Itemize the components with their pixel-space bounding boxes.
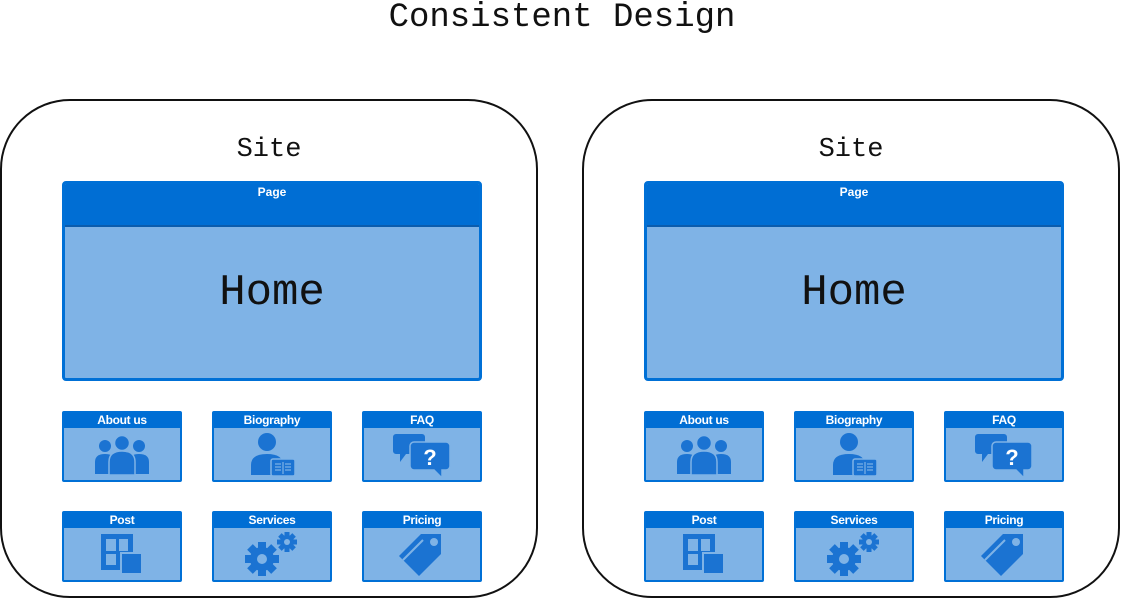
card-label: Services xyxy=(214,513,330,528)
card-label: About us xyxy=(64,413,180,428)
card-label: Biography xyxy=(214,413,330,428)
card-label: Biography xyxy=(796,413,912,428)
diagram-title: Consistent Design xyxy=(388,0,736,37)
site-label: Site xyxy=(236,135,302,165)
svg-text:?: ? xyxy=(423,445,436,470)
page-card: Pricing xyxy=(362,511,482,582)
svg-text:?: ? xyxy=(1005,445,1018,470)
card-label: About us xyxy=(646,413,762,428)
gears-icon xyxy=(796,528,912,580)
gears-icon xyxy=(214,528,330,580)
page-card: Services xyxy=(794,511,914,582)
page-card: Pricing xyxy=(944,511,1064,582)
post-layout-icon xyxy=(64,528,180,580)
person-book-icon xyxy=(796,428,912,480)
group-icon xyxy=(646,428,762,480)
page-card: FAQ? xyxy=(362,411,482,482)
card-label: Post xyxy=(646,513,762,528)
person-book-icon xyxy=(214,428,330,480)
page-card: Biography xyxy=(212,411,332,482)
question-chat-icon: ? xyxy=(946,428,1062,480)
card-label: FAQ xyxy=(946,413,1062,428)
site-label: Site xyxy=(818,135,884,165)
page-card: About us xyxy=(644,411,764,482)
page-name: Home xyxy=(219,267,325,318)
page-card: Post xyxy=(62,511,182,582)
card-label: FAQ xyxy=(364,413,480,428)
price-tag-icon xyxy=(364,528,480,580)
question-chat-icon: ? xyxy=(364,428,480,480)
page-card: About us xyxy=(62,411,182,482)
page-card: Services xyxy=(212,511,332,582)
group-icon xyxy=(64,428,180,480)
post-layout-icon xyxy=(646,528,762,580)
card-label: Post xyxy=(64,513,180,528)
page-card: FAQ? xyxy=(944,411,1064,482)
card-label: Pricing xyxy=(364,513,480,528)
page-header: Page xyxy=(65,184,479,227)
page-card: Post xyxy=(644,511,764,582)
page-card: Biography xyxy=(794,411,914,482)
card-label: Services xyxy=(796,513,912,528)
card-label: Pricing xyxy=(946,513,1062,528)
page-header: Page xyxy=(647,184,1061,227)
price-tag-icon xyxy=(946,528,1062,580)
page-name: Home xyxy=(801,267,907,318)
